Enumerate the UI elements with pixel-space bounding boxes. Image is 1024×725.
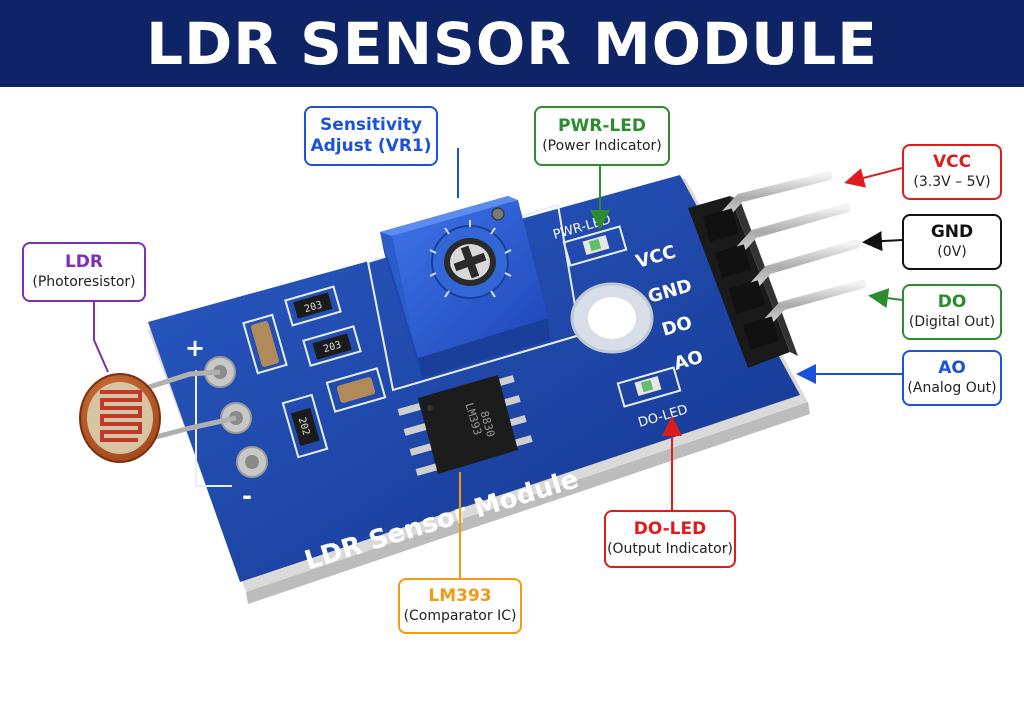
- resistor-2-code: 203: [322, 340, 342, 356]
- title-banner: LDR SENSOR MODULE: [0, 0, 1024, 87]
- leader-gnd: [862, 231, 903, 252]
- resistor-1-code: 203: [303, 300, 323, 316]
- leader-ldr: [93, 302, 109, 373]
- callout-ldr-sub: (Photoresistor): [32, 274, 136, 290]
- plus-sign: +: [185, 334, 205, 362]
- callout-ao-sub: (Analog Out): [907, 380, 997, 396]
- callout-sensitivity: Sensitivity Adjust (VR1): [304, 106, 438, 166]
- callout-pwr-led: PWR-LED (Power Indicator): [534, 106, 670, 166]
- smd-capacitor-1: [242, 313, 288, 375]
- leader-vcc: [844, 167, 903, 188]
- callout-do-led-sub: (Output Indicator): [607, 541, 733, 557]
- minus-sign: -: [242, 482, 252, 510]
- callout-ao-title: AO: [938, 358, 966, 378]
- callout-do-title: DO: [937, 292, 967, 312]
- callout-gnd-sub: (0V): [937, 244, 967, 260]
- callout-lm393-sub: (Comparator IC): [403, 608, 517, 624]
- lm393-ic: LM393 8830: [397, 375, 533, 476]
- callout-vcc: VCC (3.3V – 5V): [902, 144, 1002, 200]
- callout-ldr-title: LDR: [64, 252, 104, 272]
- callout-lm393-title: LM393: [428, 586, 492, 606]
- callout-vcc-title: VCC: [932, 152, 972, 172]
- callout-ao: AO (Analog Out): [902, 350, 1002, 406]
- potentiometer-vr1: [380, 196, 550, 378]
- leader-do: [868, 288, 903, 309]
- pcb-edge-shadow: [246, 402, 810, 604]
- smd-resistor-2: 203: [302, 325, 362, 367]
- callout-do-led: DO-LED (Output Indicator): [604, 510, 736, 568]
- callout-do-led-title: DO-LED: [633, 519, 707, 539]
- resistor-3-code: 202: [296, 416, 312, 436]
- callout-do-sub: (Digital Out): [908, 314, 996, 330]
- callout-lm393: LM393 (Comparator IC): [398, 578, 522, 634]
- callout-sensitivity-title: Sensitivity: [320, 115, 422, 135]
- ldr-photoresistor: [79, 373, 161, 463]
- callout-pwr-led-sub: (Power Indicator): [542, 138, 662, 154]
- callout-gnd-title: GND: [930, 222, 974, 242]
- mounting-hole: [570, 282, 654, 354]
- callout-sensitivity-title2: Adjust (VR1): [310, 136, 432, 156]
- smd-capacitor-2: [325, 367, 387, 413]
- smd-resistor-3: 202: [281, 393, 329, 459]
- callout-gnd: GND (0V): [902, 214, 1002, 270]
- callout-ldr: LDR (Photoresistor): [22, 242, 146, 302]
- callout-pwr-led-title: PWR-LED: [558, 116, 646, 136]
- header-pins: [688, 171, 867, 368]
- smd-resistor-1: 203: [284, 285, 342, 327]
- callout-vcc-sub: (3.3V – 5V): [913, 174, 991, 190]
- pcb-board: [148, 175, 800, 582]
- page-title: LDR SENSOR MODULE: [146, 9, 878, 78]
- callout-do: DO (Digital Out): [902, 284, 1002, 340]
